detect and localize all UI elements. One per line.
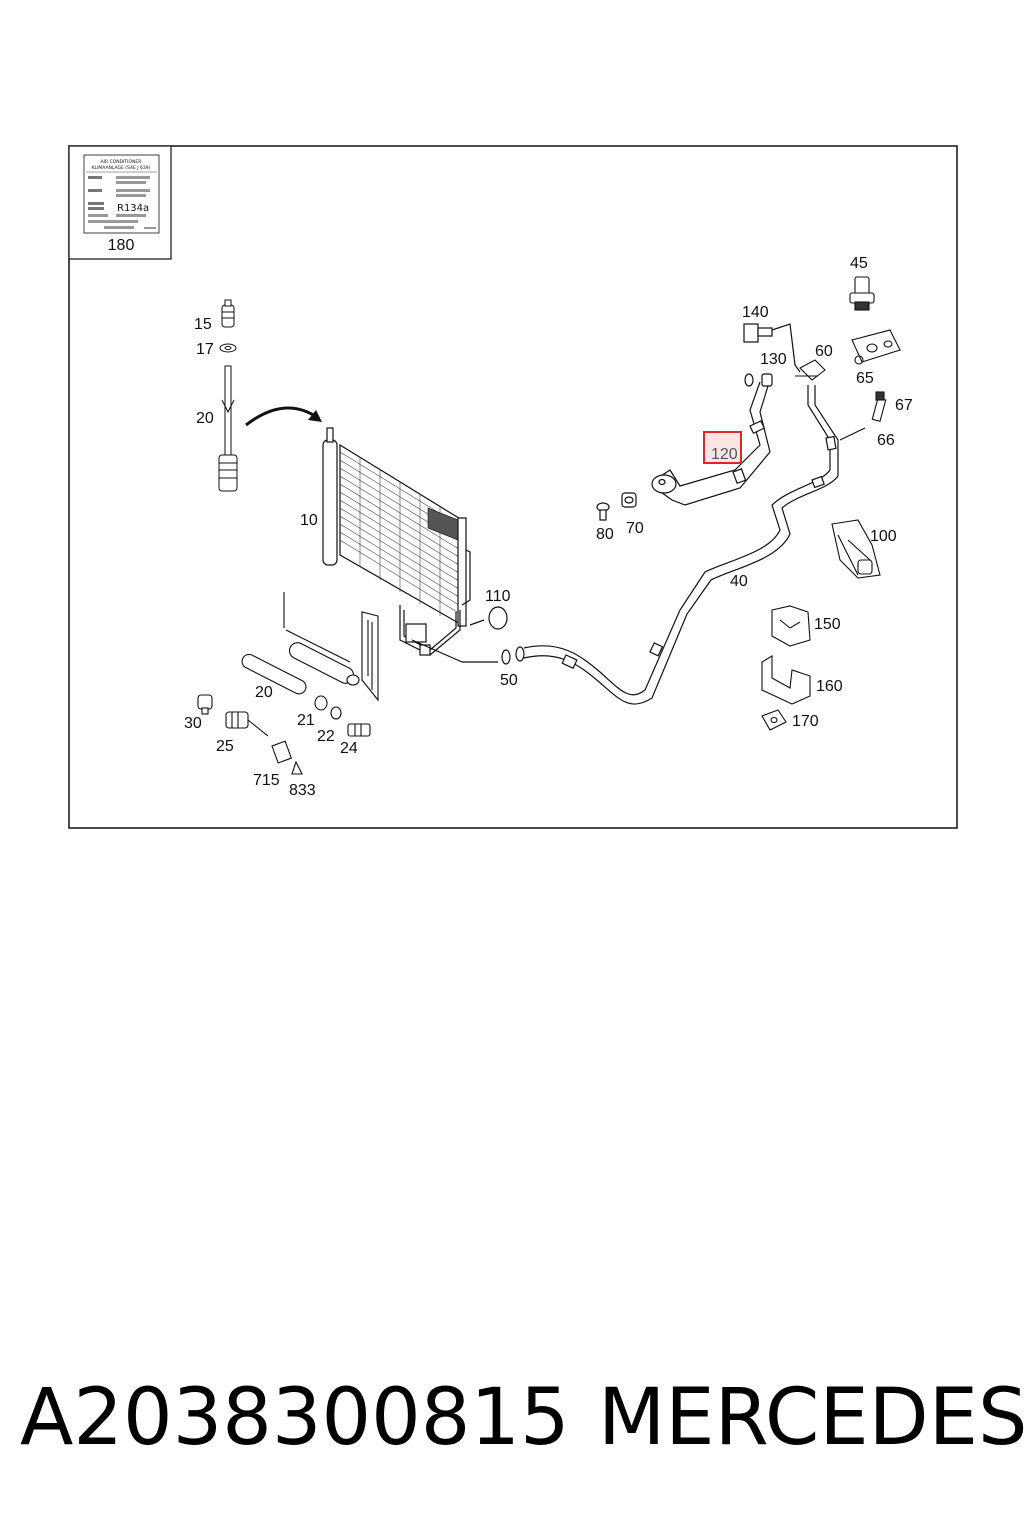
callout-20-bottom: 20 bbox=[255, 684, 273, 701]
callout-66: 66 bbox=[877, 432, 895, 449]
callout-150: 150 bbox=[814, 616, 841, 633]
condenser bbox=[322, 427, 471, 656]
callout-100: 100 bbox=[870, 528, 897, 545]
callout-24: 24 bbox=[340, 740, 358, 757]
callout-15: 15 bbox=[194, 316, 212, 333]
callout-22: 22 bbox=[317, 728, 335, 745]
plate-line1: AIR CONDITIONER bbox=[101, 159, 142, 165]
brackets bbox=[761, 519, 881, 731]
callout-45: 45 bbox=[850, 255, 868, 272]
callout-65: 65 bbox=[856, 370, 874, 387]
callout-180: 180 bbox=[108, 237, 135, 254]
caption: A2038300815 MERCEDES bbox=[0, 1370, 1024, 1470]
callout-80: 80 bbox=[596, 526, 614, 543]
callout-60: 60 bbox=[815, 343, 833, 360]
callout-17: 17 bbox=[196, 341, 214, 358]
plate-refrigerant: R134a bbox=[117, 203, 149, 214]
callout-160: 160 bbox=[816, 678, 843, 695]
label-plate: AIR CONDITIONER KLIMAANLAGE (SAE J 639) … bbox=[68, 145, 172, 260]
expansion-valve-parts bbox=[795, 276, 901, 441]
callout-110: 110 bbox=[485, 588, 511, 605]
assembly-arrow bbox=[245, 406, 319, 427]
highlight-box bbox=[703, 431, 742, 464]
parts-diagram: AIR CONDITIONER KLIMAANLAGE (SAE J 639) … bbox=[68, 145, 958, 829]
callout-67: 67 bbox=[895, 397, 913, 414]
pressure-sensor-parts bbox=[197, 694, 303, 775]
callout-10: 10 bbox=[300, 512, 318, 529]
drier-cartridge-assembly bbox=[218, 299, 238, 492]
plate-line2: KLIMAANLAGE (SAE J 639) bbox=[92, 165, 151, 171]
callout-20-top: 20 bbox=[196, 410, 214, 427]
callout-130: 130 bbox=[760, 351, 787, 368]
callout-70: 70 bbox=[626, 520, 644, 537]
callout-21: 21 bbox=[297, 712, 315, 729]
brand-name: MERCEDES bbox=[598, 1373, 1024, 1463]
callout-40: 40 bbox=[730, 573, 748, 590]
callout-715: 715 bbox=[253, 772, 280, 789]
callout-170: 170 bbox=[792, 713, 819, 730]
callout-120: 120 bbox=[711, 446, 738, 463]
part-number: A2038300815 bbox=[20, 1373, 570, 1463]
suction-line-120 bbox=[596, 323, 801, 521]
diagram-frame bbox=[68, 145, 958, 829]
callout-140: 140 bbox=[742, 304, 769, 321]
refrigerant-lines bbox=[411, 385, 839, 705]
callout-50: 50 bbox=[500, 672, 518, 689]
callout-30: 30 bbox=[184, 715, 202, 732]
callout-833: 833 bbox=[289, 782, 316, 799]
drier-tube-parts bbox=[241, 592, 379, 737]
callout-25: 25 bbox=[216, 738, 234, 755]
